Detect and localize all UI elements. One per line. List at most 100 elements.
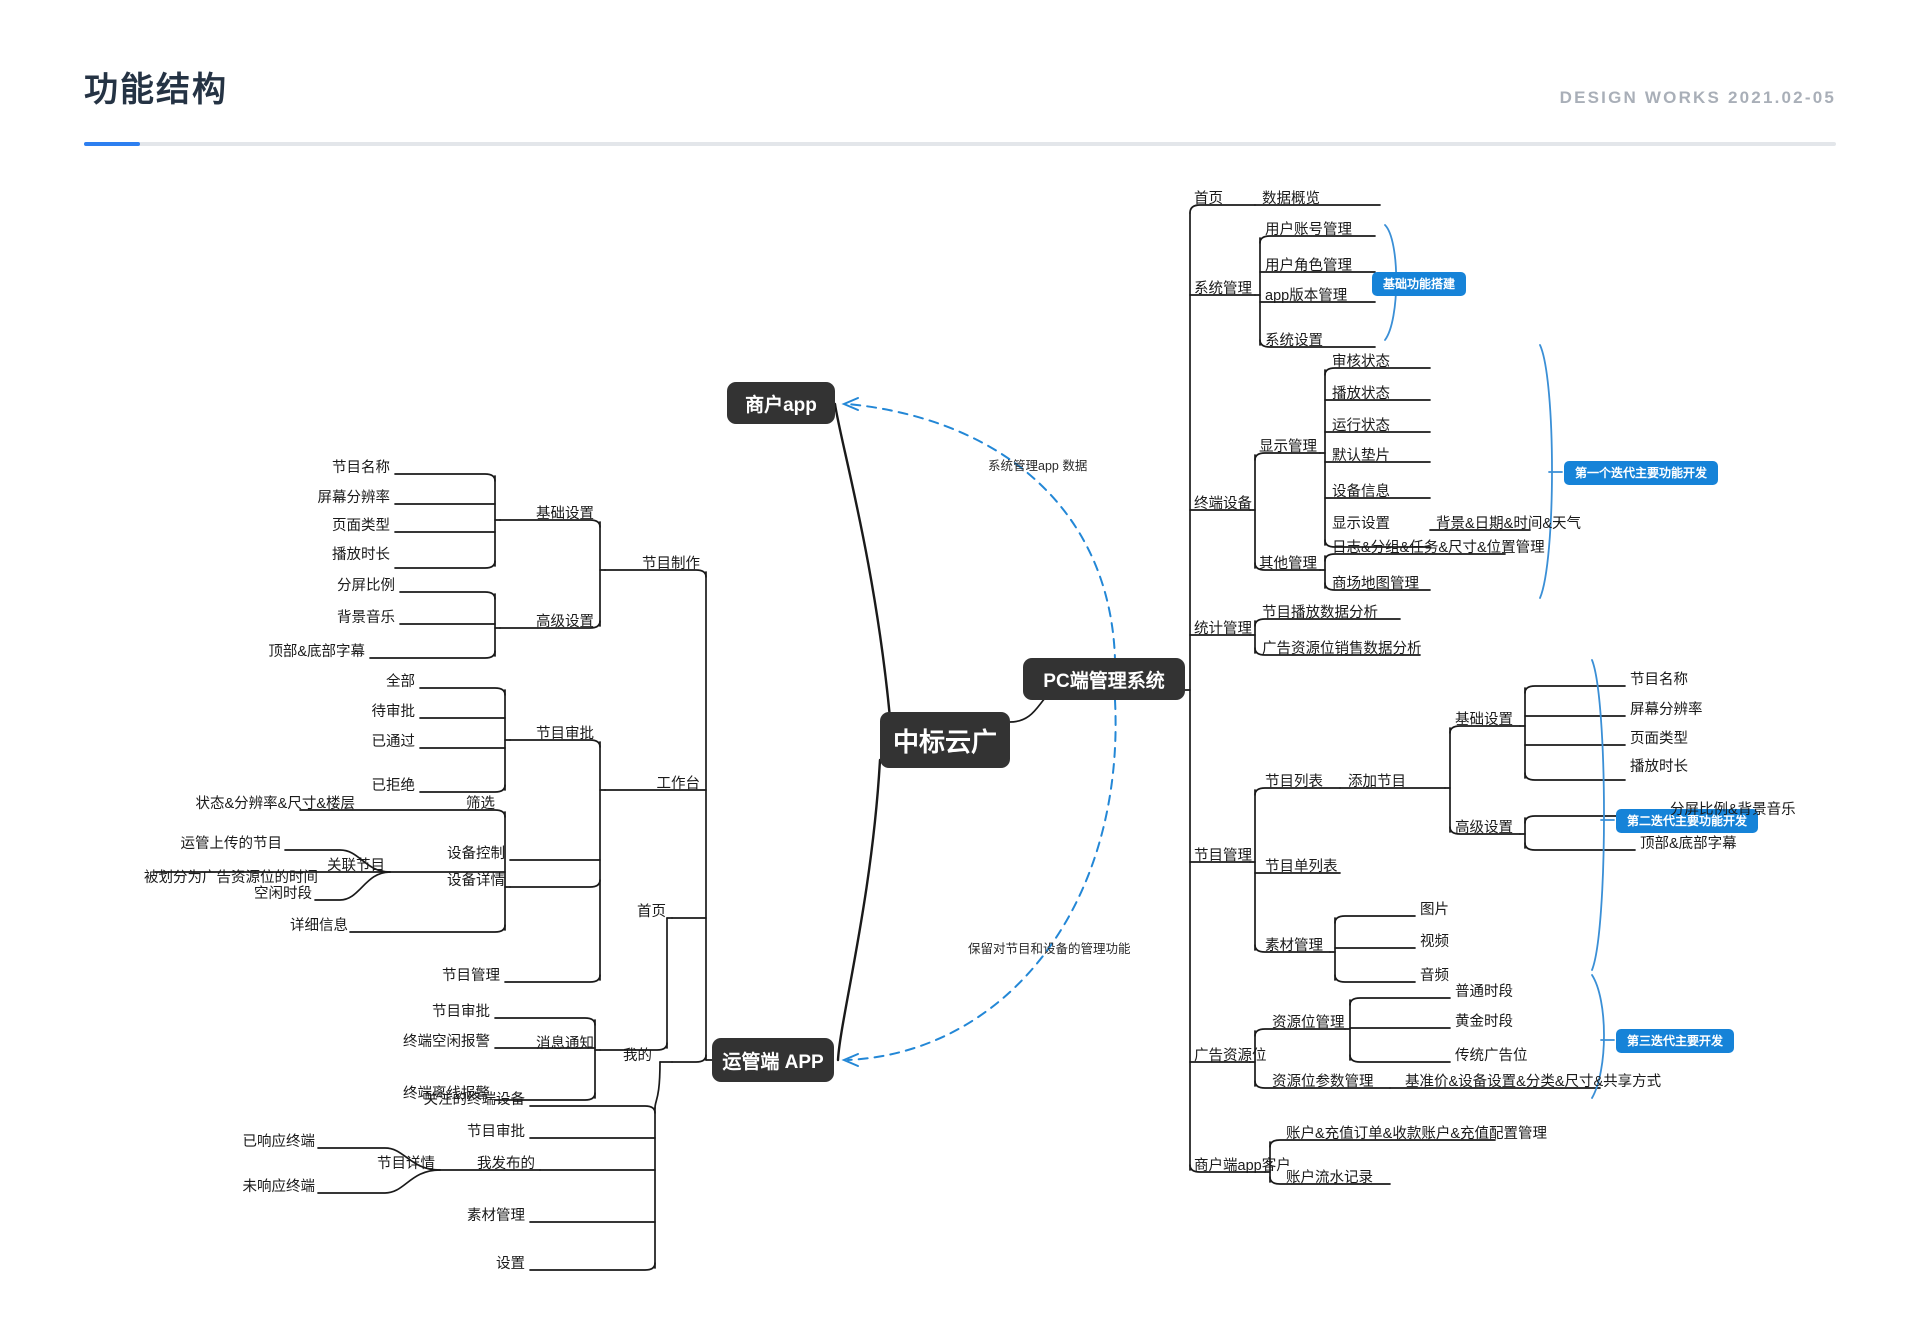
label-disp-audit-status[interactable]: 审核状态 [1332, 354, 1390, 370]
label-related-ad-slot-time[interactable]: 被划分为广告资源位的时间 [144, 870, 318, 886]
label-msg-offline-alarm[interactable]: 终端离线报警 [403, 1086, 490, 1102]
label-ads-resource-mgmt[interactable]: 资源位管理 [1272, 1015, 1345, 1031]
label-ops-workbench[interactable]: 工作台 [656, 776, 701, 792]
label-wb-program-mgmt[interactable]: 节目管理 [442, 968, 500, 984]
label-mat-video[interactable]: 视频 [1420, 934, 1449, 950]
node-merchant-app[interactable]: 商户app [727, 382, 835, 424]
label-mine-settings[interactable]: 设置 [496, 1256, 525, 1272]
label-disp-setting-detail[interactable]: 背景&日期&时间&天气 [1436, 516, 1582, 532]
label-pc-home-overview[interactable]: 数据概览 [1262, 191, 1320, 207]
label-res-traditional[interactable]: 传统广告位 [1455, 1048, 1528, 1064]
label-ap-all[interactable]: 全部 [386, 674, 415, 690]
label-home-message[interactable]: 消息通知 [536, 1036, 594, 1052]
label-prog-single-list[interactable]: 节目单列表 [1265, 859, 1338, 875]
label-prog-material[interactable]: 素材管理 [1265, 938, 1323, 954]
label-make-basic[interactable]: 基础设置 [536, 506, 594, 522]
badge-basic-build[interactable]: 基础功能搭建 [1372, 272, 1467, 296]
label-b2-name[interactable]: 节目名称 [1630, 672, 1688, 688]
label-prog-add[interactable]: 添加节目 [1348, 774, 1406, 790]
label-ap-pending[interactable]: 待审批 [371, 704, 416, 720]
label-disp-device-info[interactable]: 设备信息 [1332, 484, 1390, 500]
label-pc-merchant-client[interactable]: 商户端app客户 [1194, 1158, 1291, 1174]
badge-iteration-2[interactable]: 第二迭代主要功能开发 [1616, 809, 1759, 833]
label-sys-user-account[interactable]: 用户账号管理 [1265, 222, 1352, 238]
label-dd-filter[interactable]: 筛选 [466, 796, 495, 812]
label-b1-name[interactable]: 节目名称 [332, 460, 390, 476]
label-add-advanced[interactable]: 高级设置 [1455, 820, 1513, 836]
label-wb-device-detail[interactable]: 设备详情 [447, 873, 505, 889]
label-dd-detail-info[interactable]: 详细信息 [290, 918, 348, 934]
label-b1-resolution[interactable]: 屏幕分辨率 [317, 490, 391, 506]
label-disp-default-pad[interactable]: 默认垫片 [1332, 448, 1390, 464]
label-wb-approval[interactable]: 节目审批 [536, 726, 594, 742]
node-root[interactable]: 中标云广 [880, 712, 1010, 768]
label-detail-responded[interactable]: 已响应终端 [242, 1134, 316, 1150]
label-related-idle[interactable]: 空闲时段 [254, 886, 312, 902]
label-mine-published[interactable]: 我发布的 [477, 1156, 535, 1172]
label-a2-subtitle[interactable]: 顶部&底部字幕 [1640, 836, 1737, 852]
label-stats-ad-sales[interactable]: 广告资源位销售数据分析 [1262, 641, 1422, 657]
node-ops-app[interactable]: 运管端 APP [712, 1038, 834, 1082]
label-pc-home[interactable]: 首页 [1194, 191, 1223, 207]
label-a2-split-bgm[interactable]: 分屏比例&背景音乐 [1670, 802, 1796, 818]
label-terminal-other[interactable]: 其他管理 [1259, 556, 1317, 572]
label-disp-display-setting[interactable]: 显示设置 [1332, 516, 1390, 532]
label-ap-rejected[interactable]: 已拒绝 [371, 778, 416, 794]
label-wb-device-control[interactable]: 设备控制 [447, 846, 505, 862]
link-dd-info [349, 924, 506, 933]
label-a1-bgm[interactable]: 背景音乐 [337, 610, 395, 626]
label-mine-material[interactable]: 素材管理 [467, 1208, 525, 1224]
label-terminal-display[interactable]: 显示管理 [1259, 439, 1317, 455]
label-pc-ads[interactable]: 广告资源位 [1194, 1048, 1267, 1064]
label-b2-page-type[interactable]: 页面类型 [1630, 731, 1688, 747]
node-pc-system[interactable]: PC端管理系统 [1023, 658, 1185, 700]
label-ads-param-detail[interactable]: 基准价&设备设置&分类&尺寸&共享方式 [1405, 1074, 1662, 1090]
label-mc-account-flow[interactable]: 账户流水记录 [1286, 1170, 1373, 1186]
label-b1-page-type[interactable]: 页面类型 [332, 518, 390, 534]
label-pc-terminal[interactable]: 终端设备 [1194, 496, 1252, 512]
label-stats-play[interactable]: 节目播放数据分析 [1262, 605, 1378, 621]
label-prog-list[interactable]: 节目列表 [1265, 774, 1323, 790]
link-pc-home [1189, 204, 1256, 214]
label-mc-account-recharge[interactable]: 账户&充值订单&收款账户&充值配置管理 [1286, 1126, 1548, 1142]
label-ops-home[interactable]: 首页 [637, 904, 666, 920]
label-sys-user-role[interactable]: 用户角色管理 [1265, 258, 1352, 274]
label-ap-approved[interactable]: 已通过 [371, 734, 416, 750]
label-detail-not-responded[interactable]: 未响应终端 [242, 1179, 316, 1195]
label-disp-play-status[interactable]: 播放状态 [1332, 386, 1390, 402]
label-published-detail[interactable]: 节目详情 [377, 1156, 435, 1172]
label-make-advanced[interactable]: 高级设置 [536, 614, 594, 630]
label-other-mall-map[interactable]: 商场地图管理 [1332, 576, 1419, 592]
label-mat-image[interactable]: 图片 [1420, 902, 1449, 918]
label-b1-duration[interactable]: 播放时长 [332, 547, 390, 563]
label-mine-watched-devices[interactable]: 关注的终端设备 [423, 1092, 526, 1108]
label-other-logs[interactable]: 日志&分组&任务&尺寸&位置管理 [1332, 540, 1545, 556]
label-b2-duration[interactable]: 播放时长 [1630, 759, 1688, 775]
link-b2-1 [1524, 685, 1626, 694]
label-res-golden-slot[interactable]: 黄金时段 [1455, 1014, 1513, 1030]
label-pc-stats[interactable]: 统计管理 [1194, 621, 1252, 637]
label-a1-split-ratio[interactable]: 分屏比例 [337, 578, 395, 594]
label-mat-audio[interactable]: 音频 [1420, 968, 1449, 984]
label-ops-mine[interactable]: 我的 [623, 1048, 652, 1064]
label-ads-param-mgmt[interactable]: 资源位参数管理 [1272, 1074, 1374, 1090]
badge-iteration-3[interactable]: 第三迭代主要开发 [1616, 1029, 1735, 1053]
label-pc-program[interactable]: 节目管理 [1194, 848, 1252, 864]
label-sys-app-version[interactable]: app版本管理 [1265, 288, 1348, 304]
label-ops-program-make[interactable]: 节目制作 [642, 556, 700, 572]
label-pc-system[interactable]: 系统管理 [1194, 281, 1252, 297]
label-res-normal-slot[interactable]: 普通时段 [1455, 984, 1513, 1000]
label-mine-program-approval[interactable]: 节目审批 [467, 1124, 525, 1140]
label-msg-idle-alarm[interactable]: 终端空闲报警 [403, 1034, 490, 1050]
label-add-basic[interactable]: 基础设置 [1455, 712, 1513, 728]
label-sys-settings[interactable]: 系统设置 [1265, 333, 1323, 349]
label-msg-program-approval[interactable]: 节目审批 [432, 1004, 490, 1020]
label-a1-subtitle[interactable]: 顶部&底部字幕 [268, 644, 365, 660]
label-related-uploaded[interactable]: 运管上传的节目 [180, 836, 283, 852]
label-b2-resolution[interactable]: 屏幕分辨率 [1630, 702, 1703, 718]
link-mc-2 [1269, 1176, 1391, 1185]
badge-iteration-1[interactable]: 第一个迭代主要功能开发 [1564, 461, 1719, 485]
label-dd-filter-detail[interactable]: 状态&分辨率&尺寸&楼层 [195, 796, 355, 812]
label-disp-run-status[interactable]: 运行状态 [1332, 418, 1390, 434]
label-dd-related-program[interactable]: 关联节目 [327, 858, 385, 874]
